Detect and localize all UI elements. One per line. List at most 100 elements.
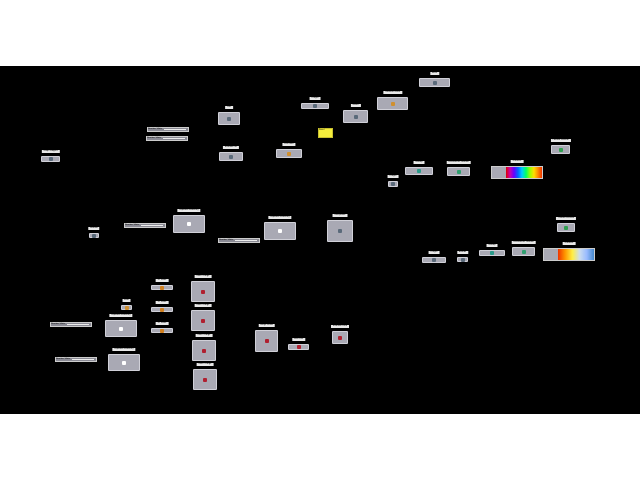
number-slider[interactable]: Number Slider — [50, 322, 92, 327]
component-node[interactable]: Point — [121, 299, 132, 310]
component-node[interactable]: XY Plane — [151, 322, 173, 333]
component-node[interactable]: Merge Fields — [255, 324, 278, 352]
node-label: Bounds — [88, 227, 100, 230]
component-node[interactable]: Populate Geometry — [105, 314, 137, 337]
component-node[interactable]: Loft — [218, 106, 240, 125]
gradient-inputs — [492, 167, 506, 178]
component-node[interactable]: Series — [343, 104, 368, 123]
component-node[interactable]: XY Plane — [151, 301, 173, 312]
node-label: Loft — [225, 106, 233, 109]
node-label: Point Charge — [195, 334, 213, 337]
node-label: Field Line — [291, 338, 306, 341]
component-node[interactable]: Evaluate Srf — [219, 146, 243, 161]
gradient-inputs — [544, 249, 558, 260]
bounds-icon — [92, 233, 96, 238]
number-slider[interactable]: Number Slider — [147, 127, 189, 132]
loft-icon — [227, 116, 231, 121]
node-label: Graph Mapper — [41, 150, 60, 153]
curve-icon — [338, 229, 342, 233]
component-node[interactable]: Custom Preview — [555, 217, 577, 232]
component-node[interactable]: Remap — [479, 244, 505, 256]
slider-track[interactable] — [164, 129, 186, 130]
component-node[interactable]: Deconstruct Domain — [511, 241, 536, 256]
node-label: Point Charge — [194, 304, 212, 307]
component-node[interactable]: Length — [301, 97, 329, 109]
series-icon — [353, 114, 358, 119]
node-label: Number Slider — [148, 128, 163, 130]
node-label: Evaluate Srf — [222, 146, 240, 149]
number-slider[interactable]: Number Slider — [218, 238, 260, 243]
node-label: Pull Point — [282, 143, 296, 146]
component-node[interactable]: Graph Mapper — [41, 150, 60, 162]
component-node[interactable]: Point Charge — [191, 304, 215, 331]
remap-icon — [417, 169, 421, 173]
node-label: Populate Geometry — [177, 209, 201, 212]
field-icon — [201, 289, 205, 294]
component-node[interactable]: Point Charge — [193, 363, 217, 390]
node-label: Populate Geometry — [112, 348, 136, 351]
component-node[interactable]: Populate Geometry — [173, 209, 205, 233]
node-label: Remap — [486, 244, 498, 247]
component-node[interactable]: Remap — [405, 161, 433, 175]
component-node[interactable]: Populate Geometry — [108, 348, 140, 371]
node-label: Deconstruct Domain — [511, 241, 536, 244]
component-node[interactable]: Interpolate — [327, 214, 353, 242]
field-icon — [296, 345, 301, 349]
plane-icon — [160, 307, 164, 312]
point-icon — [124, 305, 129, 310]
component-node[interactable]: Pull Point — [276, 143, 302, 158]
node-label: Number Slider — [219, 239, 234, 241]
node-label: Number Slider — [147, 137, 162, 139]
slider-track[interactable] — [67, 324, 89, 325]
surface-icon — [229, 154, 233, 159]
node-label: Point — [122, 299, 131, 302]
component-node[interactable]: Evaluate Field — [331, 325, 349, 344]
slider-track[interactable] — [72, 359, 94, 360]
plane-icon — [160, 285, 164, 290]
plane-icon — [160, 328, 164, 333]
node-label: XY Plane — [155, 322, 169, 325]
component-node[interactable]: Move — [419, 72, 450, 87]
node-label: Length — [428, 251, 440, 254]
component-node[interactable]: Point Charge — [191, 275, 215, 302]
node-label: Custom Preview — [555, 217, 577, 220]
length-icon — [313, 104, 317, 108]
node-label: Number Slider — [56, 358, 71, 360]
component-node[interactable]: Field Line — [288, 338, 309, 350]
node-label: Length — [387, 175, 399, 178]
gradient-component[interactable]: Gradient — [543, 242, 595, 261]
component-node[interactable]: Deconstruct Domain — [446, 161, 471, 176]
slider-track[interactable] — [163, 138, 185, 139]
domain-icon — [521, 249, 526, 254]
panel[interactable]: Panel — [318, 128, 333, 138]
component-node[interactable]: Construct Point — [377, 91, 408, 110]
node-label: Populate Geometry — [109, 314, 133, 317]
number-slider[interactable]: Number Slider — [146, 136, 188, 141]
node-label: Number Slider — [51, 323, 66, 325]
gradient-component[interactable]: Gradient — [491, 160, 543, 179]
slider-track[interactable] — [235, 240, 257, 241]
node-label: Number Slider — [125, 224, 140, 226]
component-node[interactable]: Length — [422, 251, 446, 263]
component-node[interactable]: XY Plane — [151, 279, 173, 290]
number-slider[interactable]: Number Slider — [124, 223, 166, 228]
component-node[interactable]: Custom Preview — [550, 139, 571, 154]
populate-icon — [187, 222, 191, 226]
node-label: XY Plane — [155, 279, 169, 282]
gradient-bar[interactable] — [506, 167, 542, 178]
component-node[interactable]: Point Charge — [192, 334, 216, 361]
component-node[interactable]: Length — [387, 175, 399, 187]
component-node[interactable]: Bounds — [88, 227, 100, 238]
component-node[interactable]: Bounds — [456, 251, 469, 262]
node-label: Point Charge — [196, 363, 214, 366]
component-node[interactable]: Populate Geometry — [264, 216, 296, 240]
gradient-bar[interactable] — [558, 249, 594, 260]
preview-icon — [558, 147, 563, 152]
field-icon — [264, 339, 269, 343]
populate-icon — [278, 229, 282, 233]
slider-track[interactable] — [141, 225, 163, 226]
node-label: Populate Geometry — [268, 216, 292, 219]
number-slider[interactable]: Number Slider — [55, 357, 97, 362]
node-label: Panel — [319, 129, 325, 131]
